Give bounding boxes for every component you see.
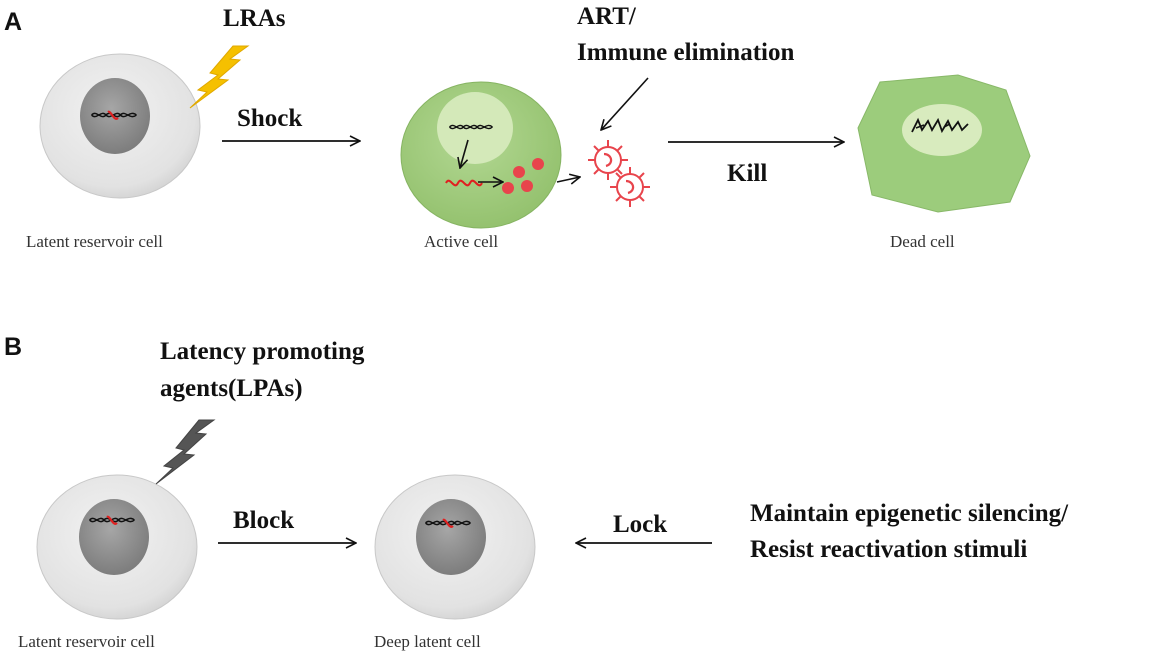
latent-reservoir-cell-caption-a: Latent reservoir cell [26, 232, 163, 251]
art-label-line2: Immune elimination [577, 39, 795, 66]
deep-latent-cell-caption: Deep latent cell [374, 632, 481, 651]
lpas-label-line2: agents(LPAs) [160, 375, 303, 402]
dead-cell-caption: Dead cell [890, 232, 955, 251]
lrAs-lightning-icon [189, 45, 250, 109]
active-cell [400, 81, 562, 229]
panel-a-letter: A [4, 8, 23, 36]
lock-note-line2: Resist reactivation stimuli [750, 536, 1028, 563]
latent-reservoir-cell-caption-b: Latent reservoir cell [18, 632, 155, 651]
release-arrow [556, 177, 580, 182]
shock-label: Shock [237, 105, 303, 132]
provirus-segment [107, 110, 119, 120]
virus-particle-icon [610, 167, 650, 207]
panel-b-letter: B [4, 333, 23, 361]
lpas-lightning-icon [155, 419, 216, 485]
latent-reservoir-cell-a [39, 53, 201, 199]
lrAs-label: LRAs [223, 5, 286, 32]
deep-latent-cell [374, 474, 536, 620]
active-cell-caption: Active cell [424, 232, 499, 251]
dead-cell [857, 74, 1031, 213]
lock-note-line1: Maintain epigenetic silencing/ [750, 500, 1069, 527]
lock-label: Lock [613, 511, 668, 538]
virus-particle-icon [588, 140, 628, 180]
art-pointer-arrow [601, 77, 649, 130]
kill-label: Kill [727, 160, 768, 187]
lpas-label-line1: Latency promoting [160, 338, 365, 365]
block-label: Block [233, 507, 295, 534]
art-label-line1: ART/ [577, 3, 636, 30]
latent-reservoir-cell-b [36, 474, 198, 620]
